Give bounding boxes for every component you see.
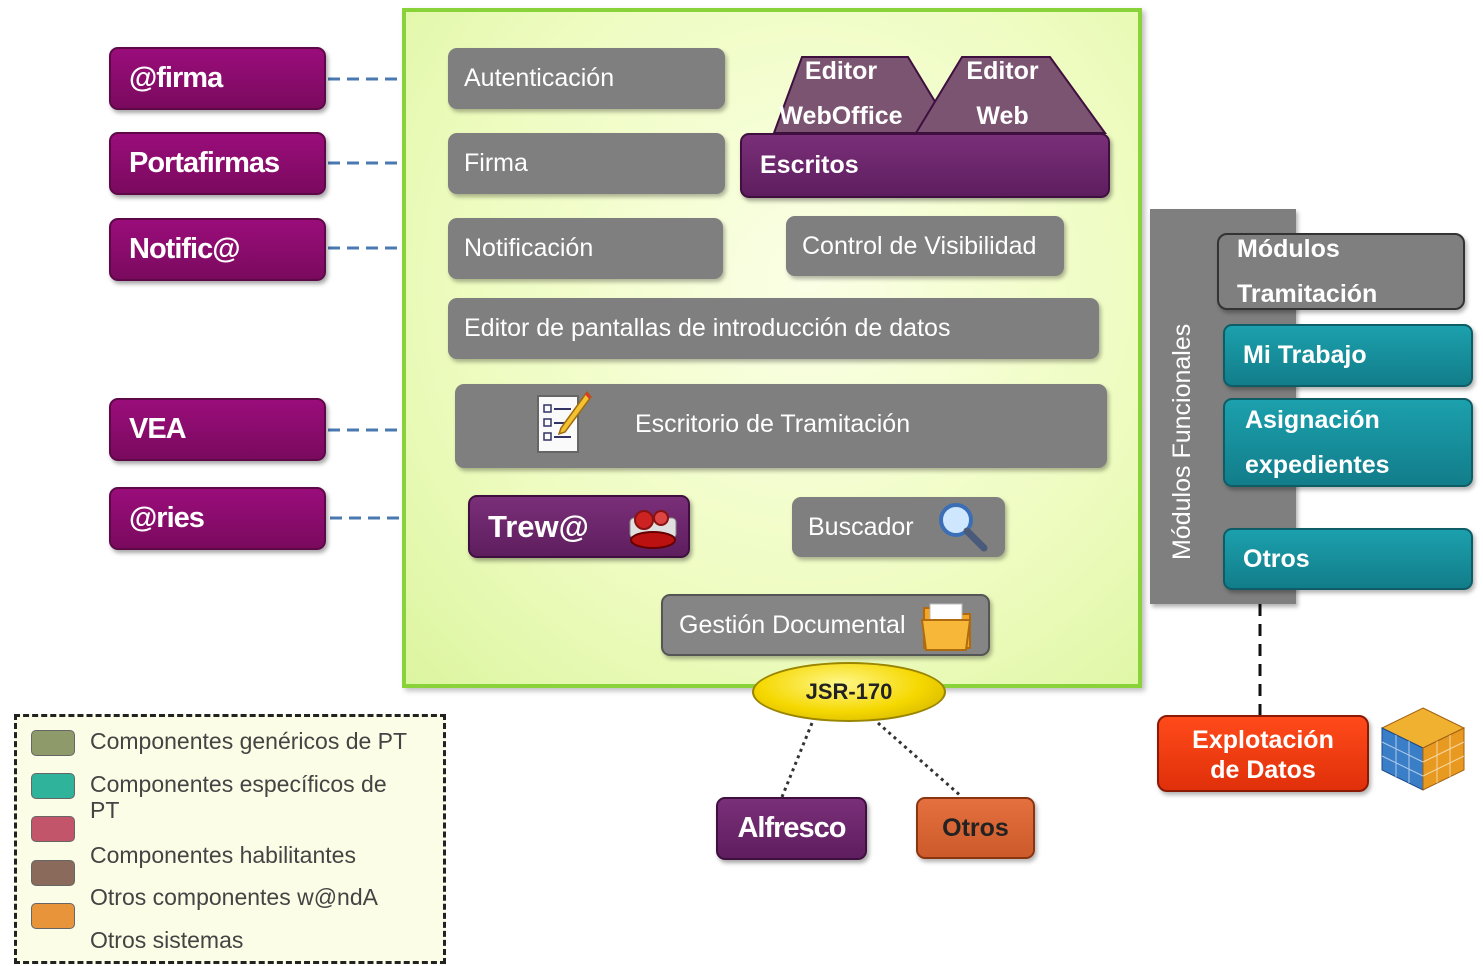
connector-jsr-otros xyxy=(877,721,963,799)
editor-weboffice-line2: WebOffice xyxy=(779,102,903,130)
modulo-asignacion-line1: Asignación xyxy=(1245,406,1380,434)
legend-label-genericos: Componentes genéricos de PT xyxy=(90,728,408,754)
component-control-visibilidad-label: Control de Visibilidad xyxy=(802,231,1037,260)
external-ries-label: @ries xyxy=(129,502,205,534)
editor-web-line1: Editor xyxy=(966,57,1039,85)
legend-swatch-wanda xyxy=(31,860,75,886)
external-firma[interactable]: @firma xyxy=(109,47,326,110)
modulo-asignacion-line2: expedientes xyxy=(1245,451,1390,479)
component-autenticacion-label: Autenticación xyxy=(464,64,615,92)
legend-swatch-genericos xyxy=(31,730,75,756)
component-notificacion[interactable]: Notificación xyxy=(448,218,723,279)
modulo-mi-trabajo-label: Mi Trabajo xyxy=(1243,341,1367,369)
explotacion-datos[interactable]: Explotación de Datos xyxy=(1157,715,1369,792)
component-escritorio-label: Escritorio de Tramitación xyxy=(635,410,911,438)
modulo-otros[interactable]: Otros xyxy=(1223,528,1473,590)
escritos-label: Escritos xyxy=(760,151,859,179)
storage-alfresco[interactable]: Alfresco xyxy=(716,797,867,860)
editor-weboffice-line1: Editor xyxy=(804,57,878,85)
modulo-tramitacion-line2: Tramitación xyxy=(1237,280,1378,308)
storage-alfresco-label: Alfresco xyxy=(737,812,846,844)
external-ries[interactable]: @ries xyxy=(109,487,326,550)
component-editor-pantallas-label: Editor de pantallas de introducción de d… xyxy=(464,314,951,342)
legend-label-wanda: Otros componentes w@ndA xyxy=(90,884,378,910)
storage-otros[interactable]: Otros xyxy=(916,797,1035,859)
modulo-tramitacion-line1: Módulos xyxy=(1237,235,1340,263)
external-vea-label: VEA xyxy=(129,413,187,445)
storage-otros-label: Otros xyxy=(942,813,1009,842)
legend-swatch-especificos xyxy=(31,773,75,799)
escritos-box[interactable]: Escritos xyxy=(740,133,1110,198)
jsr-170-ellipse[interactable]: JSR-170 xyxy=(752,662,946,722)
component-trewa-label: Trew@ xyxy=(488,508,589,544)
legend-label-otros-sistemas: Otros sistemas xyxy=(90,927,244,953)
modulo-otros-label: Otros xyxy=(1243,544,1310,573)
folder-icon xyxy=(920,603,972,651)
gears-icon xyxy=(629,510,677,549)
editor-web-line2: Web xyxy=(976,102,1029,130)
modulo-tramitacion[interactable]: Módulos Tramitación xyxy=(1217,233,1465,310)
external-firma-label: @firma xyxy=(129,62,223,94)
external-vea[interactable]: VEA xyxy=(109,398,326,461)
explotacion-line1: Explotación xyxy=(1192,726,1334,754)
component-buscador-label: Buscador xyxy=(808,512,914,541)
external-notifica[interactable]: Notific@ xyxy=(109,218,326,281)
legend-swatch-otros-sistemas xyxy=(31,903,75,929)
connector-jsr-alfresco xyxy=(780,722,814,798)
component-autenticacion[interactable]: Autenticación xyxy=(448,48,725,109)
legend-swatch-habilitantes xyxy=(31,816,75,842)
component-control-visibilidad[interactable]: Control de Visibilidad xyxy=(786,216,1064,276)
escritos-block xyxy=(772,56,1107,134)
component-editor-pantallas[interactable]: Editor de pantallas de introducción de d… xyxy=(448,298,1099,359)
magnifier-icon xyxy=(939,503,988,552)
legend-label-habilitantes: Componentes habilitantes xyxy=(90,842,356,868)
data-cube-icon xyxy=(1380,707,1466,791)
external-notifica-label: Notific@ xyxy=(129,233,240,265)
modulo-mi-trabajo[interactable]: Mi Trabajo xyxy=(1223,324,1473,387)
external-portafirmas-label: Portafirmas xyxy=(129,147,280,179)
legend-box xyxy=(14,714,446,964)
component-firma-label: Firma xyxy=(464,149,528,177)
explotacion-line2: de Datos xyxy=(1210,756,1316,784)
modulos-panel-label: Módulos Funcionales xyxy=(1168,323,1196,560)
component-gestion-documental-label: Gestión Documental xyxy=(679,610,906,639)
component-firma[interactable]: Firma xyxy=(448,133,725,194)
component-notificacion-label: Notificación xyxy=(464,234,594,262)
checklist-icon xyxy=(537,390,592,453)
modulo-asignacion[interactable]: Asignación expedientes xyxy=(1223,398,1473,487)
external-portafirmas[interactable]: Portafirmas xyxy=(109,132,326,195)
jsr-170-label: JSR-170 xyxy=(805,679,893,704)
legend-label-especificos: Componentes específicos de PT xyxy=(90,771,387,823)
